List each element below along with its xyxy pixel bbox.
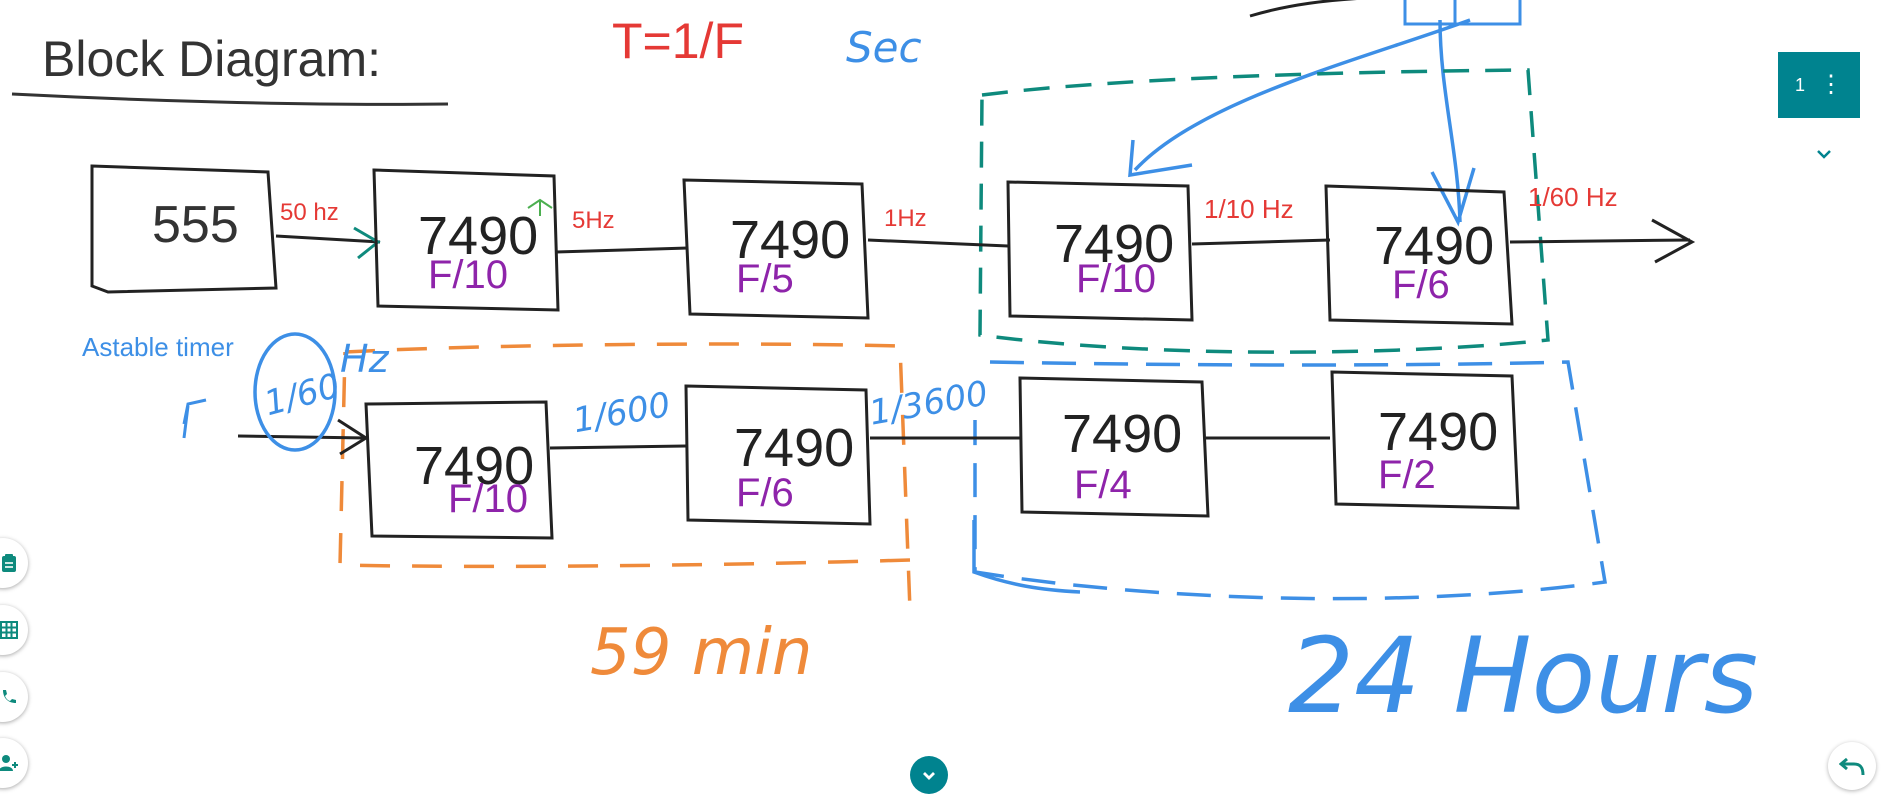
wire-b1-b2 — [555, 246, 689, 254]
svg-text:F/5: F/5 — [736, 257, 794, 301]
svg-text:F/6: F/6 — [736, 471, 794, 515]
grid-icon — [0, 621, 18, 639]
astable-timer-label: Astable timer — [82, 332, 234, 362]
blue-solid-corner — [972, 520, 1081, 594]
svg-text:7490: 7490 — [1378, 402, 1498, 462]
phone-icon — [3, 690, 16, 703]
block-4[interactable]: 7490 F/6 — [1324, 184, 1514, 326]
svg-text:7490: 7490 — [1054, 214, 1174, 274]
page-number: 1 — [1794, 74, 1805, 95]
output-arrowhead — [1651, 218, 1696, 264]
svg-text:7490: 7490 — [730, 210, 850, 270]
teal-dashed-group — [978, 68, 1550, 354]
blue-dashed-group — [973, 360, 1608, 601]
svg-text:F/6: F/6 — [1392, 263, 1450, 307]
freq-label-1-60hz: 1/60 Hz — [1528, 182, 1618, 212]
blue-arrow-curve — [1133, 18, 1471, 172]
wire-b2-b3 — [867, 238, 1009, 248]
wire-b3-b4 — [1191, 238, 1331, 246]
block-5[interactable]: 7490 F/10 — [364, 400, 554, 540]
clipboard-icon — [2, 554, 16, 572]
svg-text:F/10: F/10 — [428, 253, 508, 297]
block-7[interactable]: 7490 F/4 — [1018, 376, 1210, 518]
block-555[interactable]: 555 — [90, 164, 278, 294]
page-indicator[interactable]: 1 ⋮ — [1778, 52, 1860, 118]
svg-text:7490: 7490 — [734, 418, 854, 478]
freq-1-600-note: 1/600 — [570, 385, 673, 441]
block-3[interactable]: 7490 F/10 — [1006, 180, 1194, 322]
input-stub — [182, 398, 207, 439]
block-2[interactable]: 7490 F/5 — [682, 178, 870, 320]
scroll-down-button[interactable] — [910, 756, 948, 794]
period-formula: T=1/F — [612, 13, 744, 69]
blue-arrowhead-down — [1430, 167, 1476, 227]
block-8[interactable]: 7490 F/2 — [1330, 370, 1520, 510]
block-6[interactable]: 7490 F/6 — [684, 384, 872, 526]
svg-text:7490: 7490 — [1062, 404, 1182, 464]
more-options-icon[interactable]: ⋮ — [1819, 71, 1843, 98]
freq-label-5hz: 5Hz — [572, 207, 615, 234]
svg-text:F/10: F/10 — [448, 477, 528, 521]
freq-label-1hz: 1Hz — [884, 205, 927, 232]
svg-text:F/2: F/2 — [1378, 453, 1436, 497]
freq-label-50hz: 50 hz — [280, 199, 339, 226]
unit-note: Sec — [846, 23, 922, 72]
teal-arrowhead — [353, 226, 381, 260]
freq-1-3600-note: 1/3600 — [866, 373, 991, 433]
block-1[interactable]: 7490 F/10 — [372, 168, 560, 312]
top-scribble — [1249, 0, 1357, 18]
resize-cursor-icon — [527, 198, 553, 216]
top-box-fragment — [1403, 0, 1522, 26]
svg-text:555: 555 — [152, 196, 239, 254]
minutes-note: 59 min — [590, 616, 812, 690]
output-arrow-line — [1509, 238, 1691, 244]
add-user-icon — [0, 755, 18, 771]
blue-arrowhead-left — [1128, 139, 1193, 178]
title-underline — [11, 92, 449, 106]
freq-label-1-10hz: 1/10 Hz — [1204, 194, 1294, 224]
undo-icon — [1839, 757, 1865, 776]
svg-text:F/10: F/10 — [1076, 257, 1156, 301]
blue-arrow-down — [1438, 19, 1462, 223]
input-freq-circle — [253, 332, 337, 452]
chevron-down-icon — [923, 772, 935, 780]
svg-text:7490: 7490 — [414, 436, 534, 496]
orange-dashed-group — [338, 342, 912, 611]
wire-b5-b6 — [549, 444, 687, 450]
wire-input-b5 — [237, 434, 367, 440]
svg-text:7490: 7490 — [418, 206, 538, 266]
svg-text:7490: 7490 — [1374, 216, 1494, 276]
svg-text:F/4: F/4 — [1074, 463, 1132, 507]
undo-button[interactable] — [1828, 742, 1876, 790]
hours-note: 24 Hours — [1288, 615, 1758, 737]
input-arrowhead — [337, 418, 369, 456]
page-title: Block Diagram: — [42, 31, 381, 87]
wire-555-b1 — [275, 234, 381, 244]
chevron-down-icon[interactable] — [1812, 142, 1836, 166]
hz-note: Hz — [340, 337, 390, 381]
